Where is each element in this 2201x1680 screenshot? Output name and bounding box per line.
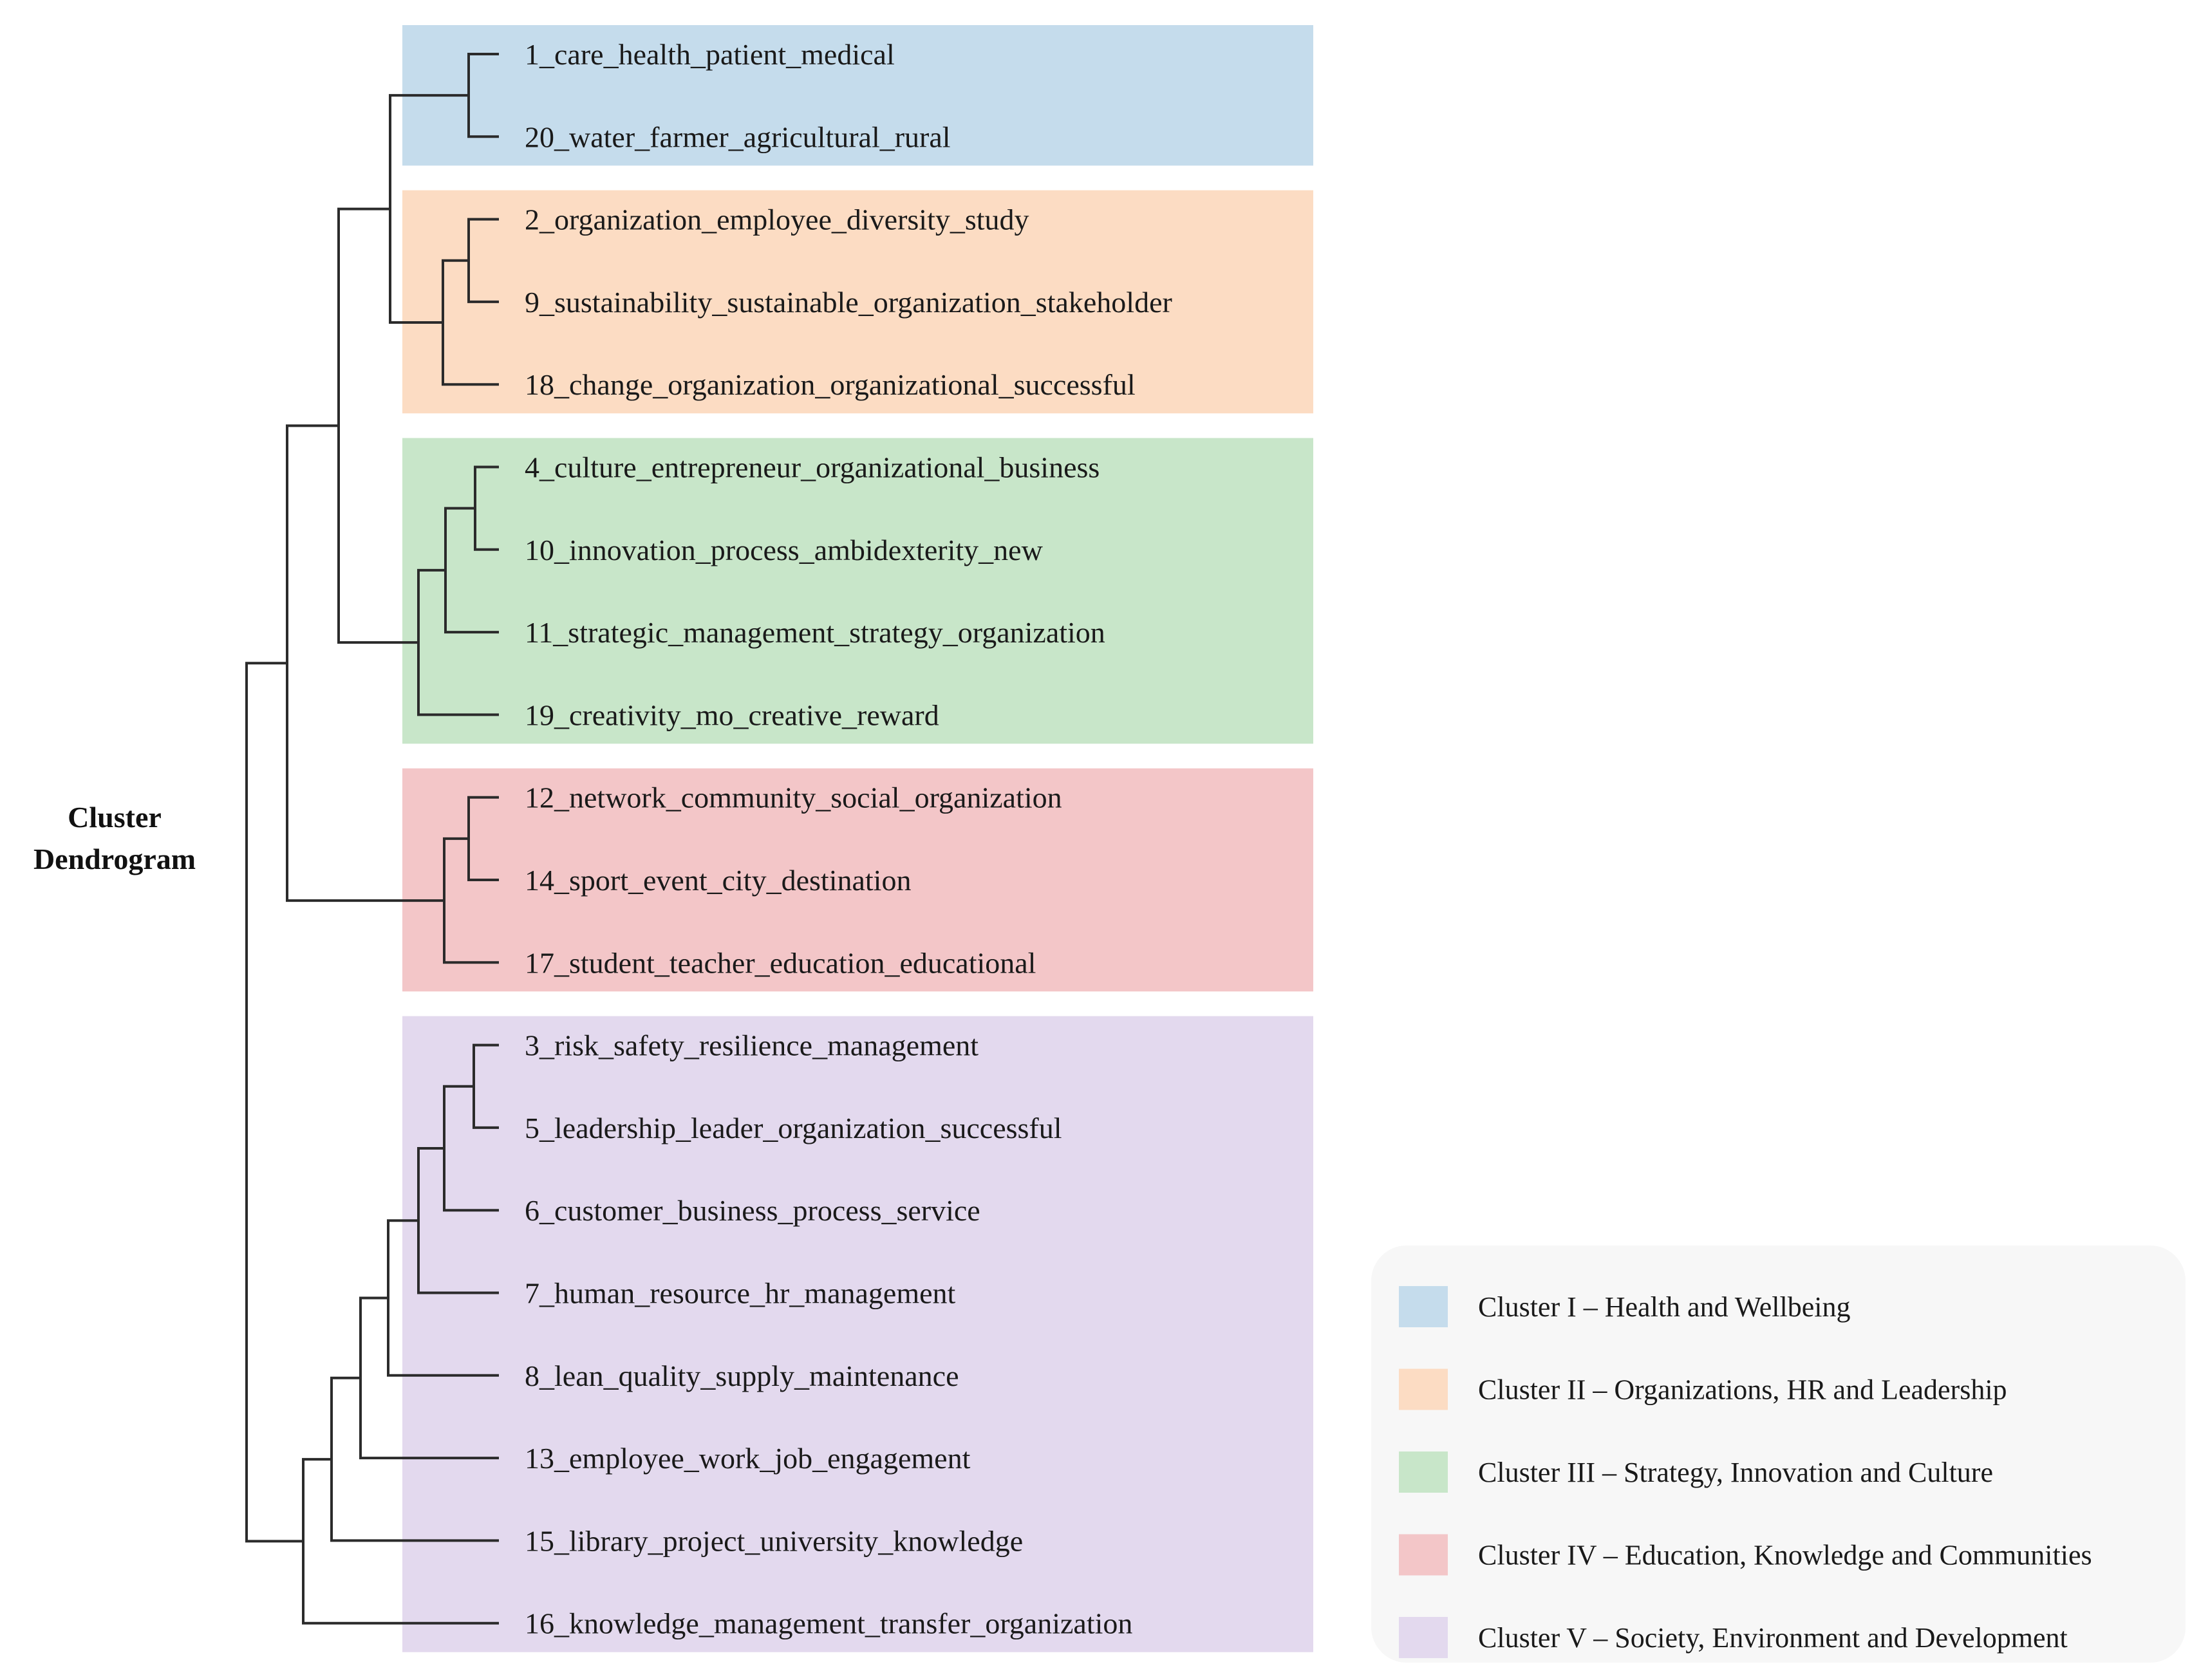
legend-swatch-v bbox=[1399, 1617, 1448, 1658]
leaf-label-12-network-community-social-organization: 12_network_community_social_organization bbox=[525, 781, 1062, 814]
leaf-label-14-sport-event-city-destination: 14_sport_event_city_destination bbox=[525, 864, 911, 897]
legend-swatch-iii bbox=[1399, 1451, 1448, 1493]
dendrogram-branch-merge-19 bbox=[245, 662, 303, 1543]
leaf-label-11-strategic-management-strategy-organization: 11_strategic_management_strategy_organiz… bbox=[525, 616, 1105, 649]
cluster-band-iv bbox=[402, 768, 1313, 992]
cluster-band-i bbox=[402, 25, 1313, 166]
legend-label-i: Cluster I – Health and Wellbeing bbox=[1478, 1291, 1851, 1323]
leaf-label-7-human-resource-hr-management: 7_human_resource_hr_management bbox=[525, 1277, 956, 1310]
leaf-label-17-student-teacher-education-educational: 17_student_teacher_education_educational bbox=[525, 946, 1036, 979]
leaf-label-4-culture-entrepreneur-organizational-business: 4_culture_entrepreneur_organizational_bu… bbox=[525, 451, 1100, 484]
leaf-label-13-employee-work-job-engagement: 13_employee_work_job_engagement bbox=[525, 1442, 971, 1475]
legend-swatch-i bbox=[1399, 1286, 1448, 1327]
leaf-label-2-organization-employee-diversity-study: 2_organization_employee_diversity_study bbox=[525, 203, 1029, 236]
legend: Cluster I – Health and WellbeingCluster … bbox=[1371, 1246, 2186, 1663]
leaf-label-8-lean-quality-supply-maintenance: 8_lean_quality_supply_maintenance bbox=[525, 1359, 959, 1392]
dendrogram-branches bbox=[245, 53, 499, 1625]
cluster-bands bbox=[402, 25, 1313, 1652]
cluster-band-iii bbox=[402, 438, 1313, 744]
leaf-label-5-leadership-leader-organization-successful: 5_leadership_leader_organization_success… bbox=[525, 1112, 1062, 1144]
legend-swatch-iv bbox=[1399, 1534, 1448, 1576]
leaf-label-3-risk-safety-resilience-management: 3_risk_safety_resilience_management bbox=[525, 1029, 979, 1062]
leaf-label-10-innovation-process-ambidexterity-new: 10_innovation_process_ambidexterity_new bbox=[525, 534, 1044, 566]
leaf-labels: 1_care_health_patient_medical 20_water_fa… bbox=[525, 38, 1172, 1640]
title-line-2: Dendrogram bbox=[33, 843, 196, 875]
leaf-label-1-care-health-patient-medical: 1_care_health_patient_medical bbox=[525, 38, 895, 71]
leaf-label-6-customer-business-process-service: 6_customer_business_process_service bbox=[525, 1194, 980, 1227]
title-line-1: Cluster bbox=[68, 801, 162, 834]
legend-label-ii: Cluster II – Organizations, HR and Leade… bbox=[1478, 1374, 2007, 1406]
legend-label-iv: Cluster IV – Education, Knowledge and Co… bbox=[1478, 1540, 2092, 1571]
cluster-band-ii bbox=[402, 190, 1313, 414]
leaf-label-19-creativity-mo-creative-reward: 19_creativity_mo_creative_reward bbox=[525, 698, 939, 731]
leaf-label-20-water-farmer-agricultural-rural: 20_water_farmer_agricultural_rural bbox=[525, 120, 951, 153]
legend-label-v: Cluster V – Society, Environment and Dev… bbox=[1478, 1622, 2068, 1654]
leaf-label-15-library-project-university-knowledge: 15_library_project_university_knowledge bbox=[525, 1524, 1023, 1557]
legend-swatch-ii bbox=[1399, 1368, 1448, 1410]
legend-background bbox=[1371, 1246, 2186, 1663]
leaf-label-18-change-organization-organizational-successful: 18_change_organization_organizational_su… bbox=[525, 368, 1136, 401]
dendrogram-title: Cluster Dendrogram bbox=[33, 801, 196, 875]
leaf-label-9-sustainability-sustainable-organization-stakeholder: 9_sustainability_sustainable_organizatio… bbox=[525, 286, 1172, 319]
cluster-band-v bbox=[402, 1016, 1313, 1652]
leaf-label-16-knowledge-management-transfer-organization: 16_knowledge_management_transfer_organiz… bbox=[525, 1607, 1132, 1640]
legend-label-iii: Cluster III – Strategy, Innovation and C… bbox=[1478, 1457, 1993, 1488]
